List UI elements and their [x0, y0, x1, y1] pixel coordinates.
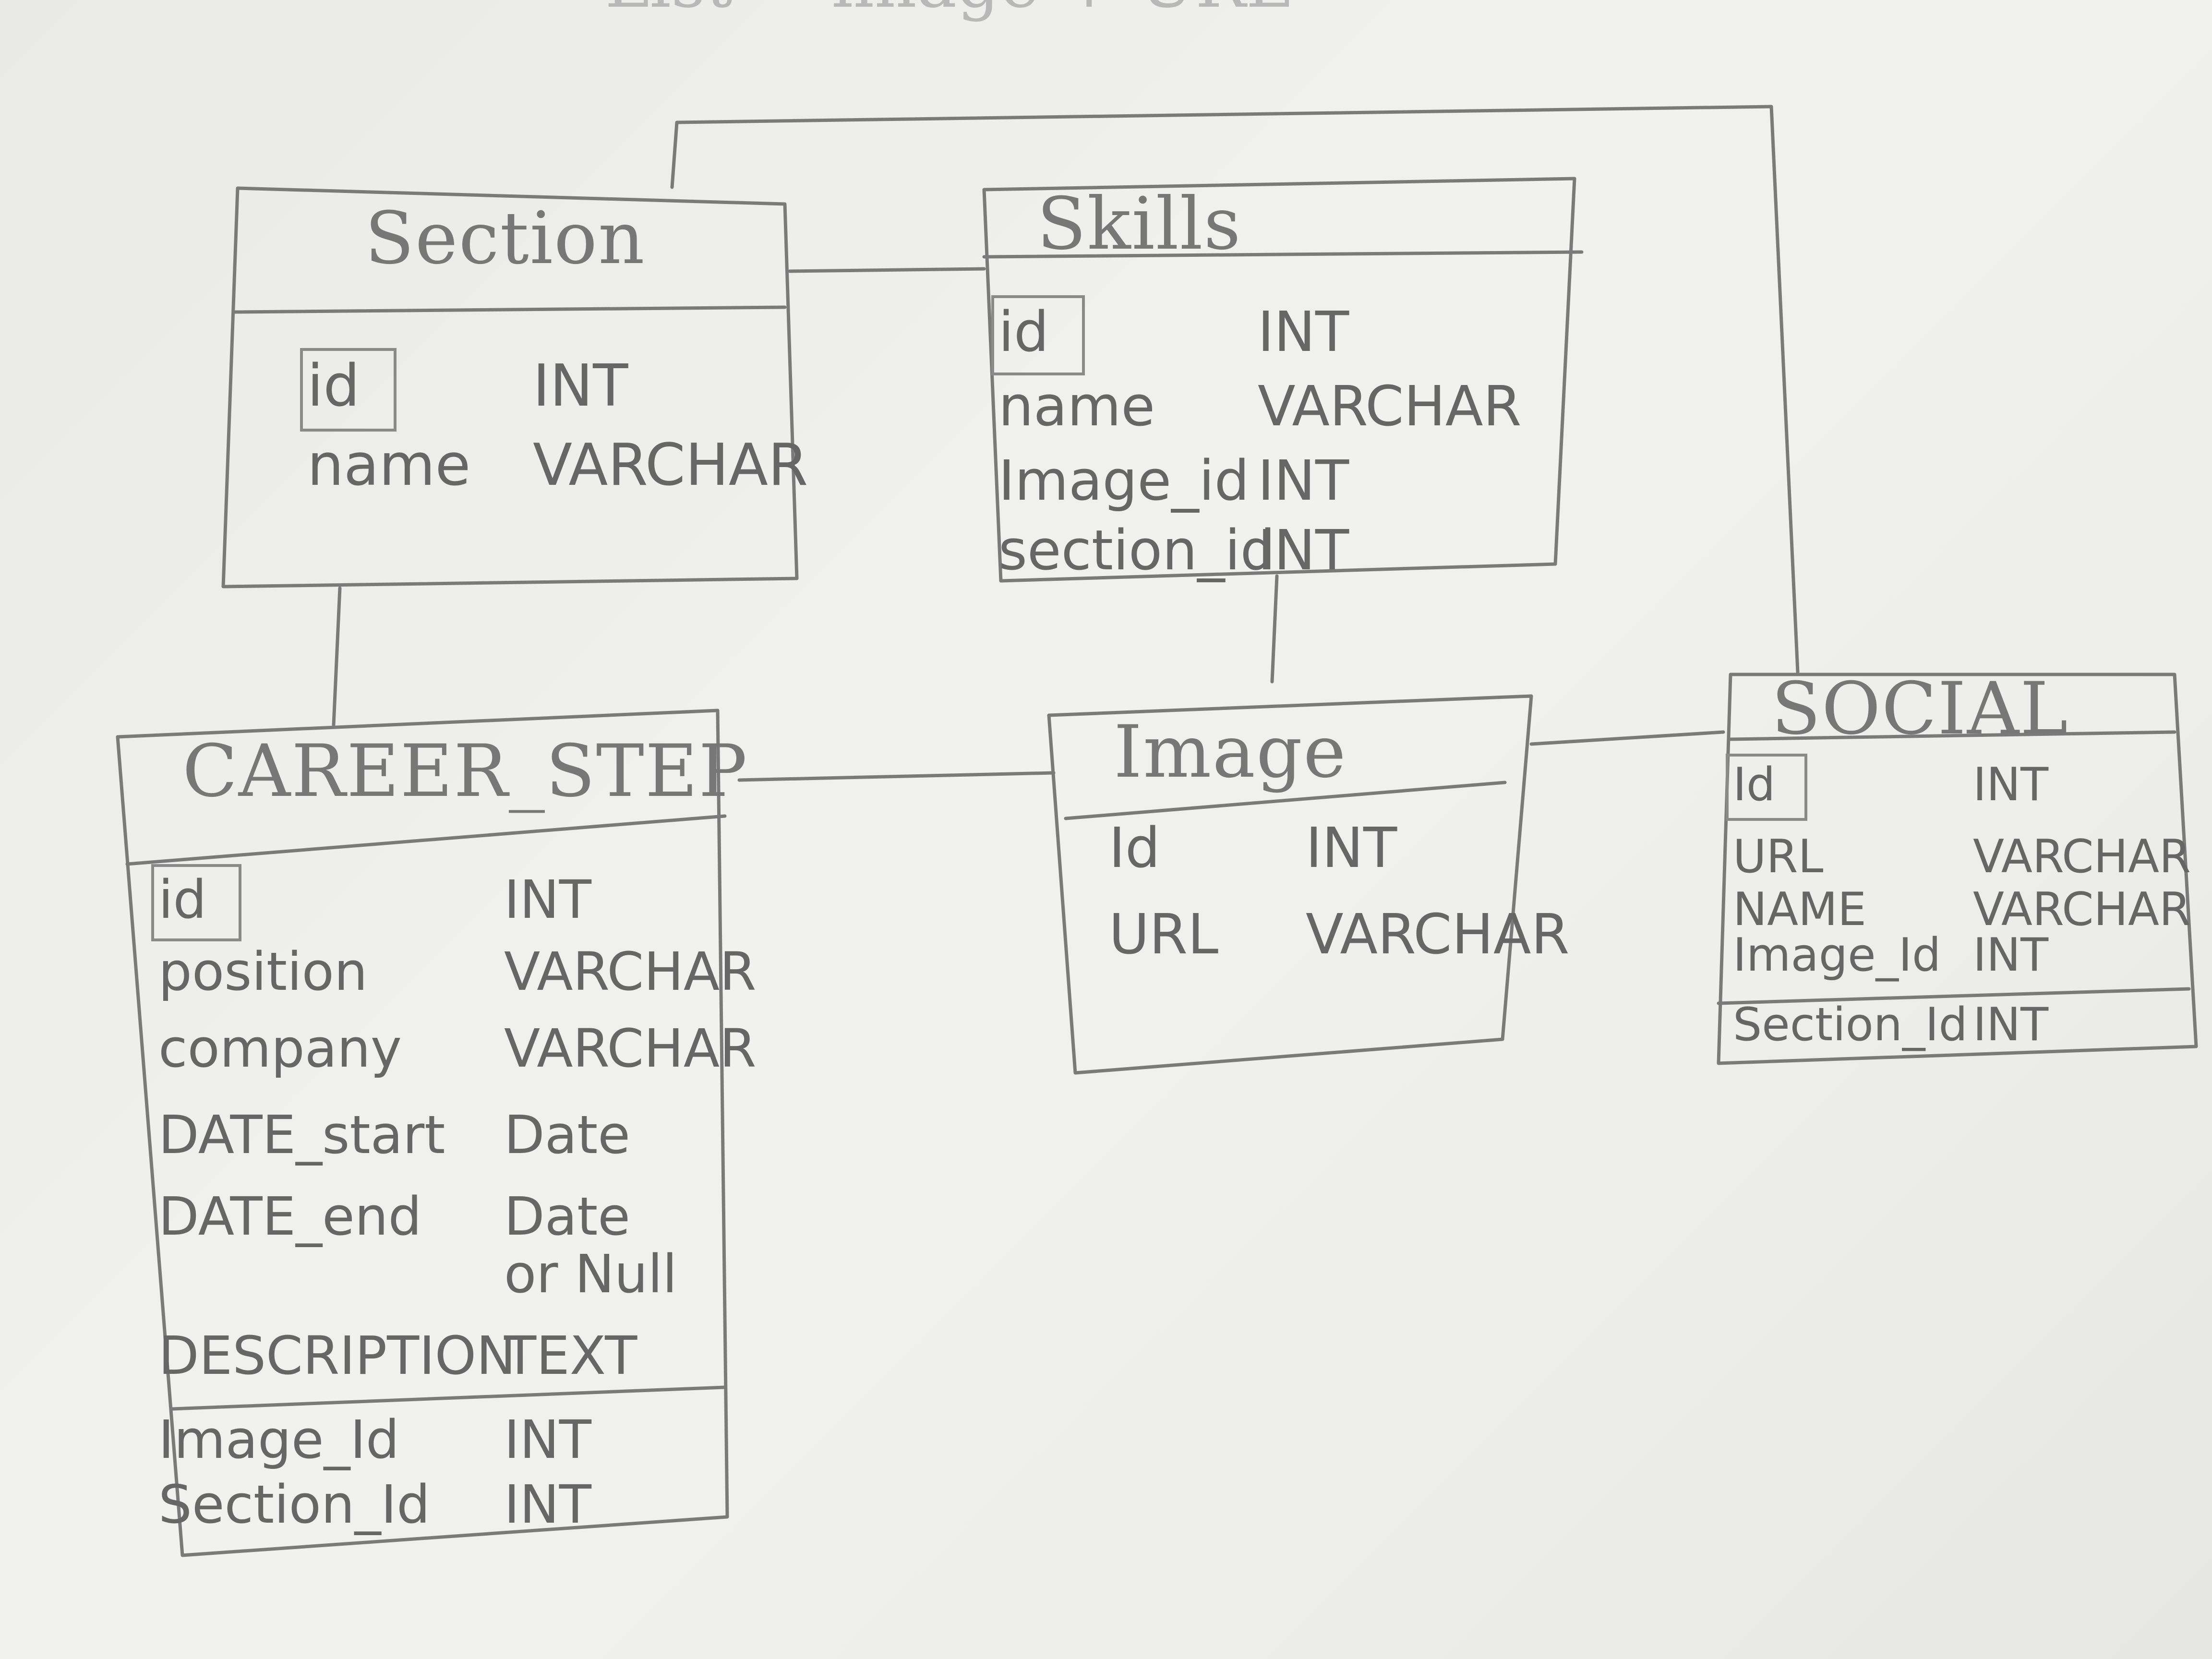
- image-title: Image: [1114, 710, 1347, 794]
- skills-image-link: [1270, 574, 1279, 684]
- section-title: Section: [365, 197, 646, 280]
- social-title: SOCIAL: [1771, 667, 2069, 751]
- skills-field-name: Image_id: [998, 449, 1250, 513]
- section-social-link: [670, 105, 1800, 674]
- social-field-name: Id: [1733, 758, 1776, 811]
- career-step-field-type: TEXT: [504, 1325, 637, 1386]
- career-step-field-type: or Null: [504, 1243, 677, 1305]
- social-field-name: Image_Id: [1733, 929, 1941, 982]
- skills-field-type: INT: [1258, 518, 1349, 583]
- career-step-field-name: Section_Id: [158, 1474, 430, 1535]
- section-box: [221, 186, 799, 589]
- social-field-type: INT: [1973, 758, 2049, 811]
- career-step-field-type: INT: [504, 869, 591, 930]
- skills-field-type: INT: [1258, 449, 1349, 513]
- skills-field-name: id: [998, 300, 1049, 364]
- career-step-divider: [125, 814, 727, 866]
- image-social-link: [1529, 730, 1725, 746]
- section-skills-link: [788, 267, 986, 273]
- career-step-field-name: id: [158, 869, 207, 930]
- career-step-field-type: Date: [504, 1104, 630, 1166]
- skills-box: [982, 177, 1576, 583]
- career-image-link: [737, 771, 1056, 782]
- social-field-type: VARCHAR: [1973, 830, 2191, 883]
- image-divider: [1064, 781, 1507, 820]
- section-career-link: [332, 586, 342, 727]
- career-step-field-name: DATE_end: [158, 1186, 422, 1247]
- career-step-field-type: VARCHAR: [504, 1018, 757, 1079]
- skills-pk-box: [991, 295, 1085, 376]
- skills-field-name: section_id: [998, 518, 1275, 583]
- social-field-name: Section_Id: [1733, 998, 1968, 1051]
- career-step-pk-box: [151, 864, 242, 941]
- skills-field-type: VARCHAR: [1258, 374, 1522, 439]
- career-step-field-name: company: [158, 1018, 402, 1079]
- skills-field-type: INT: [1258, 300, 1349, 364]
- section-field-type: VARCHAR: [533, 432, 808, 499]
- social-pk-box: [1726, 754, 1807, 821]
- social-field-name: URL: [1733, 830, 1824, 883]
- career-step-field-type: VARCHAR: [504, 941, 757, 1002]
- skills-title: Skills: [1037, 182, 1242, 266]
- career-step-field-name: position: [158, 941, 368, 1002]
- image-box: [1047, 694, 1533, 1075]
- image-field-type: VARCHAR: [1306, 902, 1570, 967]
- social-box: [1717, 673, 2198, 1065]
- career-step-field-name: DATE_start: [158, 1104, 445, 1166]
- social-divider: [1729, 730, 2176, 741]
- career-step-field-type: INT: [504, 1474, 591, 1535]
- skills-divider: [982, 250, 1584, 259]
- image-field-name: URL: [1109, 902, 1219, 967]
- social-field-type: INT: [1973, 998, 2049, 1051]
- social-field-type: VARCHAR: [1973, 883, 2191, 936]
- social-field-name: NAME: [1733, 883, 1867, 936]
- career-step-field-type: INT: [504, 1409, 591, 1470]
- career-step-title: CAREER_STEP: [182, 730, 748, 813]
- section-divider: [233, 305, 787, 314]
- image-field-name: Id: [1109, 816, 1160, 880]
- section-field-type: INT: [533, 353, 628, 420]
- social-divider-2: [1717, 987, 2191, 1005]
- career-step-divider-2: [171, 1385, 727, 1411]
- section-pk-box: [300, 348, 397, 432]
- image-field-type: INT: [1306, 816, 1397, 880]
- section-field-name: id: [307, 353, 360, 420]
- social-field-type: INT: [1973, 929, 2049, 982]
- skills-field-name: name: [998, 374, 1155, 439]
- career-step-field-name: DESCRIPTION: [158, 1325, 516, 1386]
- top-note: List → image + URL: [605, 0, 1290, 23]
- career-step-field-type: Date: [504, 1186, 630, 1247]
- career-step-box: [116, 709, 729, 1557]
- career-step-field-name: Image_Id: [158, 1409, 399, 1470]
- section-field-name: name: [307, 432, 471, 499]
